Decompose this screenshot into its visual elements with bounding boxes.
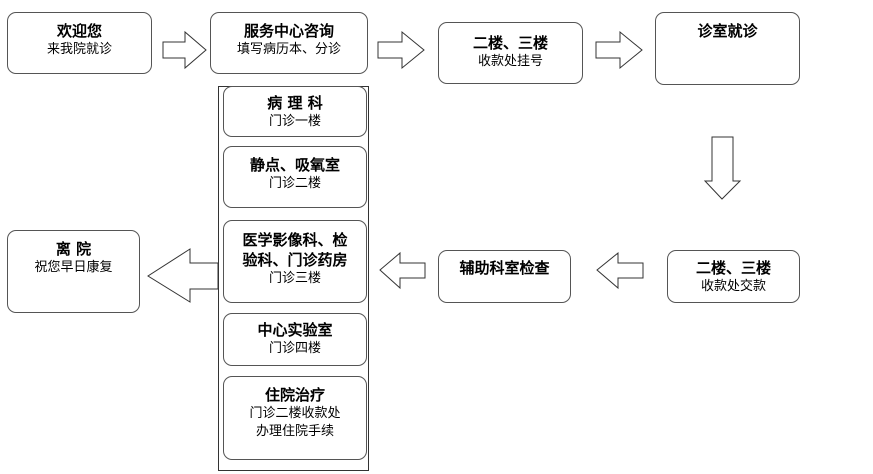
dept-central-lab-title: 中心实验室 xyxy=(257,321,333,339)
node-service-title: 服务中心咨询 xyxy=(243,22,334,40)
dept-pathology-title: 病 理 科 xyxy=(267,94,323,112)
dept-inpatient: 住院治疗 门诊二楼收款处 办理住院手续 xyxy=(223,376,367,460)
node-leave-title: 离 院 xyxy=(55,240,92,258)
node-aux-check: 辅助科室检查 xyxy=(438,250,571,303)
arrow-left-2 xyxy=(379,251,426,290)
dept-infusion-oxygen-title: 静点、吸氧室 xyxy=(249,156,340,174)
node-consult: 诊室就诊 xyxy=(655,12,800,85)
dept-central-lab-sub: 门诊四楼 xyxy=(268,341,321,356)
node-welcome-sub: 来我院就诊 xyxy=(46,42,112,57)
node-register-title: 二楼、三楼 xyxy=(472,34,548,52)
dept-infusion-oxygen: 静点、吸氧室 门诊二楼 xyxy=(223,146,367,208)
dept-imaging-lab-pharmacy: 医学影像科、检 验科、门诊药房 门诊三楼 xyxy=(223,220,367,303)
node-service-sub: 填写病历本、分诊 xyxy=(236,42,341,57)
node-welcome: 欢迎您 来我院就诊 xyxy=(7,12,152,74)
dept-pathology: 病 理 科 门诊一楼 xyxy=(223,86,367,137)
arrow-left-1 xyxy=(596,251,644,290)
node-pay-sub: 收款处交款 xyxy=(700,279,766,294)
dept-inpatient-title: 住院治疗 xyxy=(264,386,325,404)
arrow-right-3 xyxy=(595,30,643,70)
node-service: 服务中心咨询 填写病历本、分诊 xyxy=(210,12,368,74)
node-pay-title: 二楼、三楼 xyxy=(695,259,771,277)
dept-central-lab: 中心实验室 门诊四楼 xyxy=(223,313,367,366)
node-aux-check-title: 辅助科室检查 xyxy=(459,259,550,277)
node-register-sub: 收款处挂号 xyxy=(477,54,543,69)
node-pay: 二楼、三楼 收款处交款 xyxy=(667,250,800,303)
node-welcome-title: 欢迎您 xyxy=(56,22,102,40)
dept-infusion-oxygen-sub: 门诊二楼 xyxy=(268,176,321,191)
dept-inpatient-sub: 门诊二楼收款处 办理住院手续 xyxy=(249,406,341,439)
node-consult-title: 诊室就诊 xyxy=(697,22,758,40)
arrow-right-2 xyxy=(377,30,425,70)
arrow-left-3 xyxy=(147,248,219,303)
node-register: 二楼、三楼 收款处挂号 xyxy=(438,22,583,84)
dept-imaging-lab-pharmacy-sub: 门诊三楼 xyxy=(268,271,321,286)
arrow-right-1 xyxy=(162,30,207,70)
dept-pathology-sub: 门诊一楼 xyxy=(268,114,321,129)
dept-imaging-lab-pharmacy-title: 医学影像科、检 验科、门诊药房 xyxy=(242,231,348,269)
arrow-down xyxy=(703,136,742,200)
node-leave-sub: 祝您早日康复 xyxy=(34,260,113,275)
node-leave: 离 院 祝您早日康复 xyxy=(7,230,140,313)
